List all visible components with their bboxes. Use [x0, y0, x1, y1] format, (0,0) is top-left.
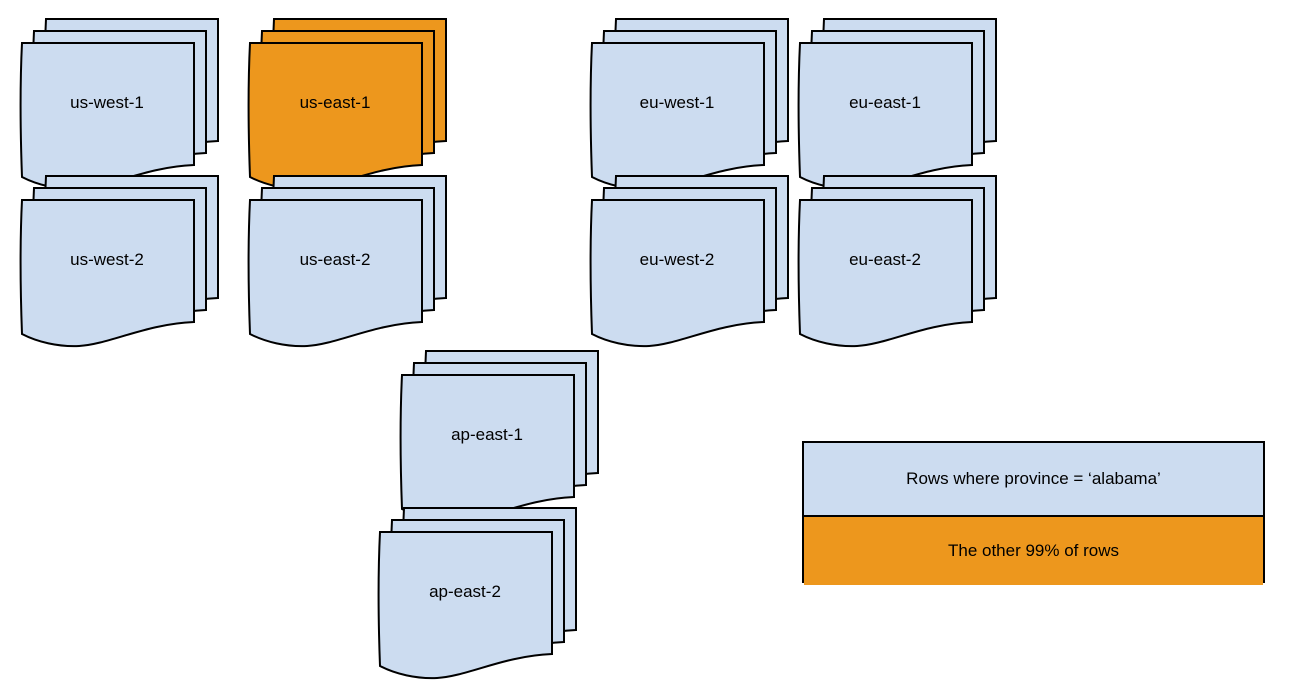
- document-front: [797, 42, 973, 191]
- legend-row-label: Rows where province = ‘alabama’: [906, 469, 1161, 488]
- document-stack-shape: [589, 18, 789, 191]
- document-front: [377, 531, 553, 680]
- document-front: [19, 42, 195, 191]
- document-stack-shape: [247, 175, 447, 348]
- document-front: [797, 199, 973, 348]
- region-stack-eu-east-2[interactable]: eu-east-2: [796, 174, 998, 354]
- document-stack-shape: [19, 18, 219, 191]
- document-front: [399, 374, 575, 523]
- document-front: [589, 199, 765, 348]
- document-stack-shape: [589, 175, 789, 348]
- region-stack-us-east-2[interactable]: us-east-2: [246, 174, 448, 354]
- document-stack-shape: [399, 350, 599, 523]
- region-stack-us-west-2[interactable]: us-west-2: [18, 174, 220, 354]
- region-stack-eu-east-1[interactable]: eu-east-1: [796, 17, 998, 197]
- document-stack-shape: [247, 18, 447, 191]
- region-stack-ap-east-1[interactable]: ap-east-1: [398, 349, 600, 529]
- document-stack-shape: [19, 175, 219, 348]
- document-front: [19, 199, 195, 348]
- document-front: [247, 42, 423, 191]
- region-stack-us-west-1[interactable]: us-west-1: [18, 17, 220, 197]
- region-stack-eu-west-2[interactable]: eu-west-2: [588, 174, 790, 354]
- document-stack-shape: [797, 18, 997, 191]
- legend-row-orange: The other 99% of rows: [804, 515, 1263, 585]
- legend-row-blue: Rows where province = ‘alabama’: [804, 443, 1263, 515]
- legend: Rows where province = ‘alabama’ The other…: [802, 441, 1265, 585]
- legend-row-label: The other 99% of rows: [947, 541, 1120, 560]
- region-stack-ap-east-2[interactable]: ap-east-2: [376, 506, 578, 686]
- region-stack-eu-west-1[interactable]: eu-west-1: [588, 17, 790, 197]
- document-front: [589, 42, 765, 191]
- document-front: [247, 199, 423, 348]
- document-stack-shape: [377, 507, 577, 680]
- document-stack-shape: [797, 175, 997, 348]
- region-stack-us-east-1[interactable]: us-east-1: [246, 17, 448, 197]
